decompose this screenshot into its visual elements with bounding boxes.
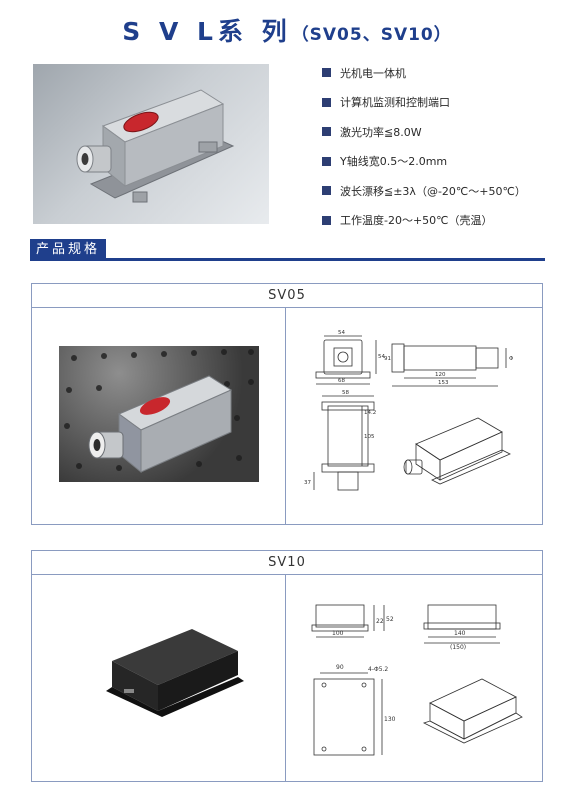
dim-label: 68 [338, 378, 345, 384]
spec-box-sv05: SV05 [31, 283, 543, 525]
spec-title-sv10: SV10 [32, 551, 542, 575]
sv05-photo-illustration [64, 349, 254, 474]
section-heading: 产品规格 [30, 239, 106, 260]
dim-label: 58 [342, 390, 349, 396]
dim-label: 54 [378, 354, 385, 360]
dim-label: 120 [435, 372, 446, 378]
sv10-drawings: 100 22 52 140 (150) 90 4-Φ5.2 130 [106, 604, 523, 756]
dim-label: 105 [364, 434, 375, 440]
dim-label: 52 [386, 616, 394, 623]
title-sub: （SV05、SV10） [291, 25, 452, 45]
square-bullet-icon [322, 215, 331, 225]
dim-label: (150) [450, 644, 466, 651]
feature-text: 波长漂移≦±3λ（@-20℃～+50℃） [340, 184, 526, 198]
dim-label: 91 [384, 356, 391, 362]
feature-text: Y轴线宽0.5～2.0mm [340, 155, 448, 169]
page-title: S V L系 列（SV05、SV10） [0, 12, 574, 48]
feature-text: 工作温度-20～+50℃（壳温） [340, 214, 493, 228]
product-photo-top [33, 64, 269, 224]
spec-box-sv10: SV10 [31, 550, 543, 782]
dim-label: Φ [509, 356, 514, 362]
title-main: S V L系 列 [122, 17, 292, 46]
dim-label: 14.2 [364, 410, 376, 416]
feature-item: Y轴线宽0.5～2.0mm [322, 147, 526, 177]
section-divider [30, 258, 545, 261]
dim-label: 4-Φ5.2 [368, 666, 388, 673]
dim-label: 22 [376, 618, 384, 625]
dim-label: 140 [454, 630, 466, 637]
dim-label: 37 [304, 480, 311, 486]
square-bullet-icon [322, 127, 331, 137]
square-bullet-icon [322, 156, 331, 166]
dim-label: 130 [384, 716, 396, 723]
square-bullet-icon [322, 68, 331, 78]
feature-text: 激光功率≦8.0W [340, 125, 422, 139]
square-bullet-icon [322, 97, 331, 107]
dim-label: 90 [336, 664, 344, 671]
laser-module-illustration [76, 89, 235, 203]
dim-label: 54 [338, 330, 345, 336]
square-bullet-icon [322, 186, 331, 196]
feature-item: 光机电一体机 [322, 58, 526, 88]
column-divider [285, 575, 286, 781]
product-photo-sv05 [59, 346, 259, 482]
spec-title-sv05: SV05 [32, 284, 542, 308]
feature-text: 光机电一体机 [340, 66, 406, 80]
feature-item: 波长漂移≦±3λ（@-20℃～+50℃） [322, 176, 526, 206]
product-photo-sv10 [106, 629, 244, 717]
feature-text: 计算机监测和控制端口 [340, 96, 450, 110]
feature-item: 激光功率≦8.0W [322, 117, 526, 147]
feature-item: 计算机监测和控制端口 [322, 88, 526, 118]
feature-item: 工作温度-20～+50℃（壳温） [322, 206, 526, 236]
sv05-drawings: 54 68 54 120 153 91 Φ 58 105 37 14.2 [304, 330, 514, 491]
dim-label: 153 [438, 380, 449, 386]
column-divider [285, 308, 286, 524]
feature-list: 光机电一体机 计算机监测和控制端口 激光功率≦8.0W Y轴线宽0.5～2.0m… [322, 58, 526, 235]
dim-label: 100 [332, 630, 344, 637]
